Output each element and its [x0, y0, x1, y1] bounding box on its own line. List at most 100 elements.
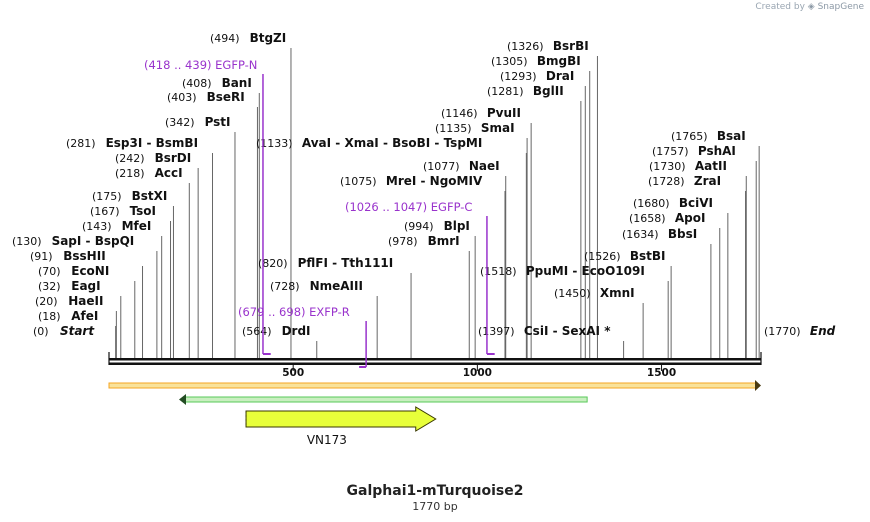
enzyme-position-label: (1770) [764, 325, 801, 338]
enzyme-position-label: (1728) [648, 175, 685, 188]
enzyme-name-label: BmrI [428, 234, 460, 248]
reverse-feature-arrowhead [178, 394, 186, 405]
enzyme-position-label: (20) [35, 295, 58, 308]
enzyme-name-label: BglII [533, 84, 564, 98]
enzyme-name-label: AfeI [71, 309, 98, 323]
enzyme-position-label: (1326) [507, 40, 544, 53]
enzyme-name-label: PflFI - Tth111I [298, 256, 394, 270]
enzyme-position-label: (1397) [478, 325, 515, 338]
enzyme-position-label: (70) [38, 265, 61, 278]
enzyme-position-label: (91) [30, 250, 53, 263]
enzyme-position-label: (130) [12, 235, 42, 248]
enzyme-position-label: (1730) [649, 160, 686, 173]
enzyme-position-label: (1450) [554, 287, 591, 300]
enzyme-position-label: (494) [210, 32, 240, 45]
enzyme-name-label: Esp3I - BsmBI [106, 136, 198, 150]
enzyme-position-label: (994) [404, 220, 434, 233]
enzyme-name-label: BstBI [630, 249, 666, 263]
enzyme-position-label: (1305) [491, 55, 528, 68]
enzyme-name-label: DrdI [282, 324, 311, 338]
enzyme-position-label: (1146) [441, 107, 478, 120]
enzyme-position-label: (175) [92, 190, 122, 203]
primer-label: (679 .. 698) EXFP-R [238, 305, 350, 319]
enzyme-position-label: (32) [38, 280, 61, 293]
enzyme-position-label: (564) [242, 325, 272, 338]
full-span-feature [108, 382, 758, 389]
vn173-feature-label: VN173 [307, 433, 347, 447]
enzyme-position-label: (1518) [480, 265, 517, 278]
enzyme-position-label: (18) [38, 310, 61, 323]
enzyme-position-label: (1658) [629, 212, 666, 225]
enzyme-position-label: (1133) [256, 137, 293, 150]
enzyme-position-label: (1757) [652, 145, 689, 158]
enzyme-position-label: (1075) [340, 175, 377, 188]
enzyme-position-label: (1765) [671, 130, 708, 143]
enzyme-position-label: (1135) [435, 122, 472, 135]
enzyme-name-label: BstXI [132, 189, 168, 203]
credit-prefix: Created by [755, 2, 805, 12]
enzyme-name-label: HaeII [68, 294, 103, 308]
enzyme-position-label: (281) [66, 137, 96, 150]
map-subtitle: 1770 bp [412, 500, 458, 513]
enzyme-name-label: CsiI - SexAI * [524, 324, 611, 338]
primer-label: (1026 .. 1047) EGFP-C [345, 200, 472, 214]
primer-label: (418 .. 439) EGFP-N [144, 58, 257, 72]
enzyme-site-lines [115, 48, 760, 358]
enzyme-name-label: MreI - NgoMIV [386, 174, 483, 188]
enzyme-name-label: PpuMI - EcoO109I [526, 264, 645, 278]
sequence-end-label: Start [60, 324, 95, 338]
enzyme-name-label: PvuII [487, 106, 521, 120]
vn173-feature-arrow [245, 406, 437, 432]
enzyme-name-label: EagI [71, 279, 100, 293]
axis-tick-label: 1500 [647, 367, 676, 379]
enzyme-name-label: ApoI [675, 211, 706, 225]
enzyme-position-label: (1526) [584, 250, 621, 263]
enzyme-name-label: NmeAIII [310, 279, 363, 293]
enzyme-position-label: (143) [82, 220, 112, 233]
credit-brand: SnapGene [817, 2, 864, 12]
enzyme-name-label: BciVI [679, 196, 713, 210]
axis-tick-label: 1000 [463, 367, 492, 379]
enzyme-position-label: (1281) [487, 85, 524, 98]
enzyme-name-label: BbsI [668, 227, 697, 241]
enzyme-name-label: XmnI [600, 286, 635, 300]
enzyme-position-label: (408) [182, 77, 212, 90]
enzyme-position-label: (218) [115, 167, 145, 180]
enzyme-position-label: (403) [167, 91, 197, 104]
enzyme-name-label: BsrDI [155, 151, 192, 165]
plasmid-map: (0)Start(18)AfeI(20)HaeII(32)EagI(70)Eco… [12, 31, 836, 447]
enzyme-position-label: (1634) [622, 228, 659, 241]
enzyme-name-label: SmaI [481, 121, 515, 135]
enzyme-position-label: (167) [90, 205, 120, 218]
enzyme-position-label: (342) [165, 116, 195, 129]
enzyme-position-label: (1077) [423, 160, 460, 173]
enzyme-name-label: DraI [546, 69, 574, 83]
enzyme-name-label: BseRI [207, 90, 245, 104]
enzyme-position-label: (242) [115, 152, 145, 165]
enzyme-position-label: (1293) [500, 70, 537, 83]
enzyme-name-label: BtgZI [250, 31, 287, 45]
map-title: Galphai1-mTurquoise2 [346, 483, 524, 499]
enzyme-name-label: BsaI [717, 129, 746, 143]
enzyme-name-label: AatII [695, 159, 727, 173]
enzyme-name-label: BmgBI [537, 54, 581, 68]
enzyme-name-label: BanI [222, 76, 252, 90]
sequence-end-label: End [810, 324, 836, 338]
enzyme-name-label: TsoI [130, 204, 156, 218]
enzyme-name-label: EcoNI [71, 264, 109, 278]
enzyme-name-label: SapI - BspQI [52, 234, 135, 248]
enzyme-name-label: PstI [205, 115, 231, 129]
enzyme-name-label: PshAI [698, 144, 736, 158]
enzyme-position-label: (728) [270, 280, 300, 293]
enzyme-name-label: NaeI [469, 159, 500, 173]
enzyme-name-label: MfeI [122, 219, 152, 233]
enzyme-name-label: AvaI - XmaI - BsoBI - TspMI [302, 136, 482, 150]
snapgene-credit: Created by ◈ SnapGene [755, 2, 864, 12]
enzyme-position-label: (1680) [633, 197, 670, 210]
snapgene-logo-icon: ◈ [807, 2, 815, 12]
enzyme-position-label: (820) [258, 257, 288, 270]
backbone-top [109, 358, 761, 361]
enzyme-name-label: BssHII [63, 249, 105, 263]
reverse-feature [184, 396, 588, 403]
full-span-arrowhead [755, 380, 761, 391]
